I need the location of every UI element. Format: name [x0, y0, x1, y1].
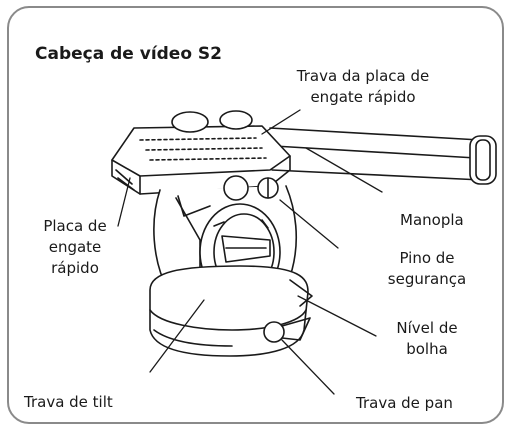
leader-lines — [117, 109, 383, 395]
label-line: rápido — [51, 259, 99, 277]
quick-release-plate-drawing — [111, 110, 291, 195]
label-pan-lock: Trava de pan — [356, 394, 453, 412]
pan-base-drawing — [149, 265, 313, 357]
label-quick-release-lock: Trava da placa de engate rápido — [258, 66, 468, 108]
label-line: engate — [48, 238, 102, 256]
label-line: Placa de — [43, 217, 107, 235]
label-line: engate rápido — [310, 88, 416, 106]
label-line: Trava da placa de — [296, 67, 430, 85]
pan-handle-drawing — [269, 127, 497, 185]
diagram-frame — [7, 6, 504, 424]
label-handle: Manopla — [400, 211, 464, 229]
label-bubble-level: Nível de bolha — [382, 318, 472, 360]
label-line: bolha — [406, 340, 448, 358]
label-safety-pin: Pino de segurança — [372, 248, 482, 290]
diagram-title: Cabeça de vídeo S2 — [35, 44, 223, 64]
label-line: segurança — [387, 270, 467, 288]
label-quick-release-plate: Placa de engate rápido — [30, 216, 120, 279]
label-tilt-lock: Trava de tilt — [24, 393, 113, 411]
label-line: Nível de — [396, 319, 458, 337]
label-line: Pino de — [399, 249, 455, 267]
